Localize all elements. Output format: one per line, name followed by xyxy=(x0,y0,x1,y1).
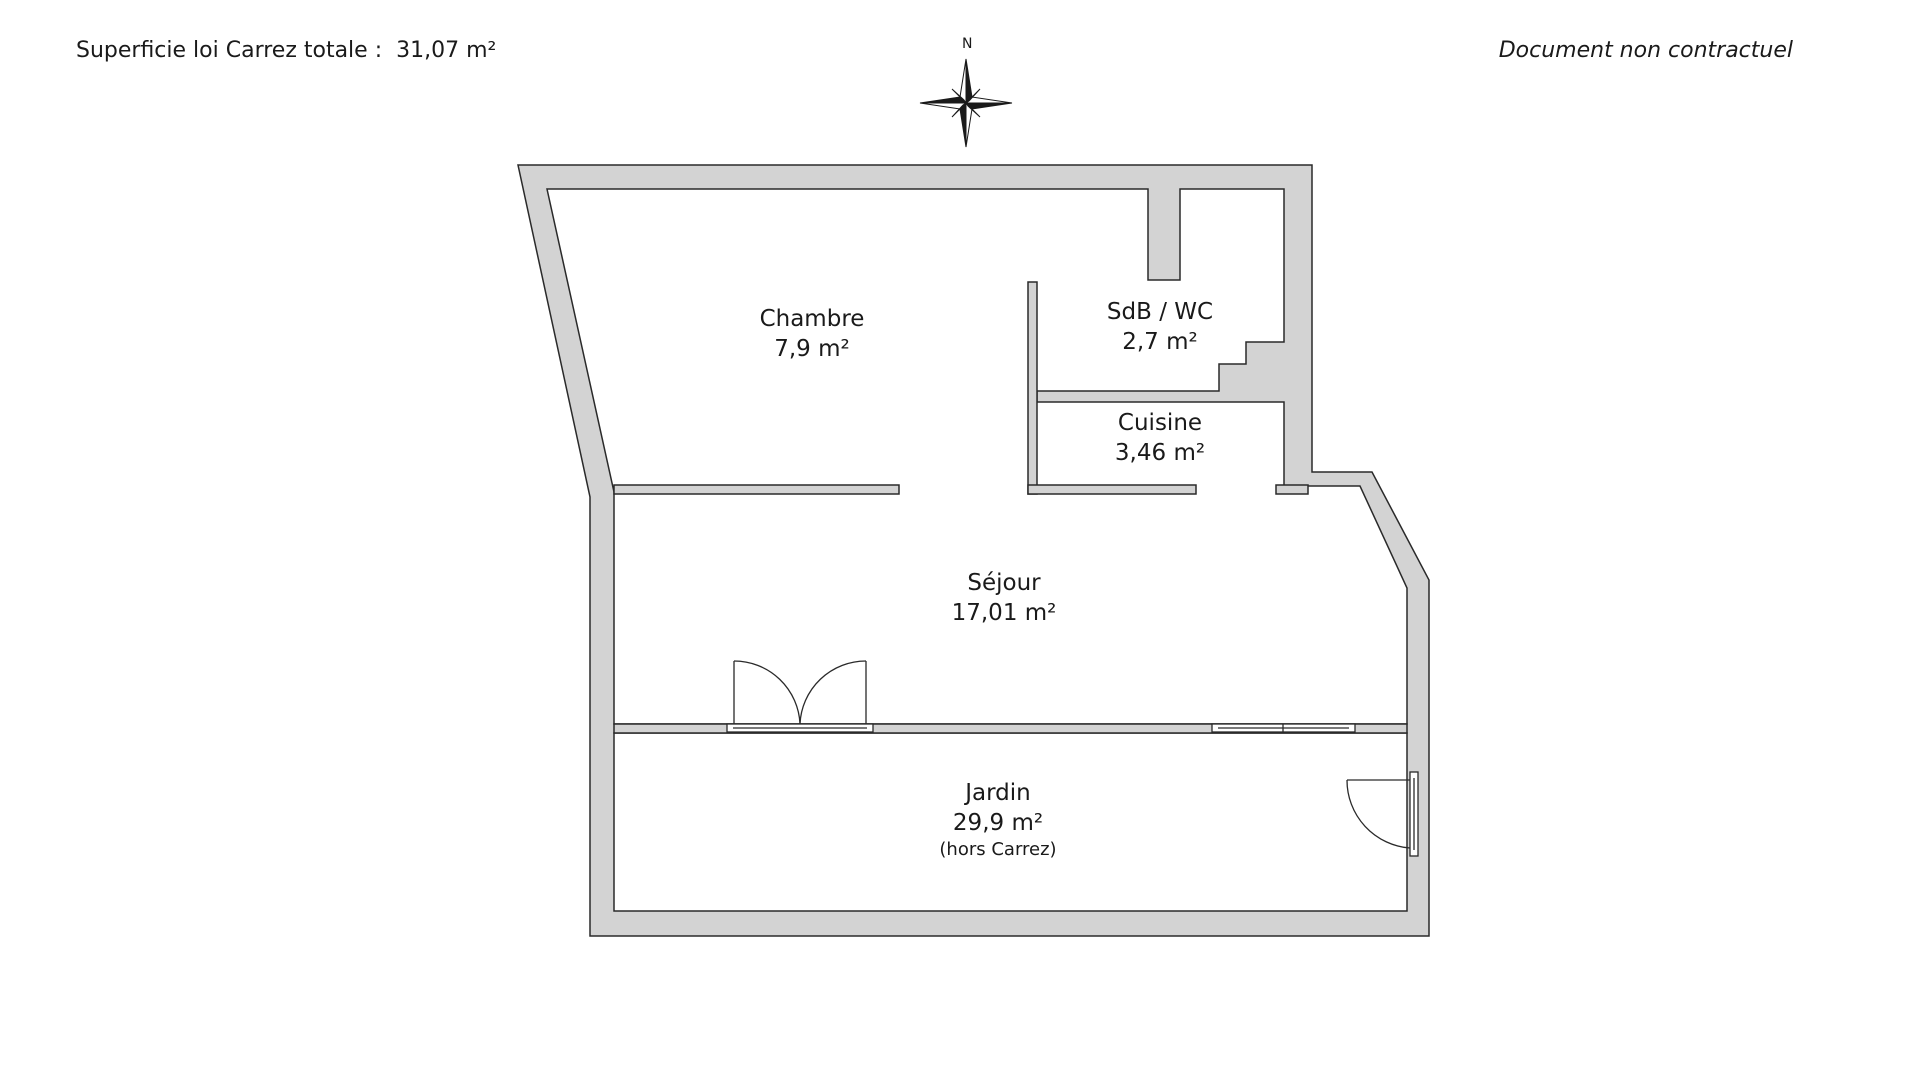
interior-walls xyxy=(613,281,1408,734)
room-sdb-wc: SdB / WC 2,7 m² xyxy=(1107,297,1213,357)
room-area: 3,46 m² xyxy=(1114,440,1206,466)
window-sejour xyxy=(1211,723,1356,733)
compass-icon xyxy=(919,58,1013,148)
room-name: Cuisine xyxy=(1117,410,1203,436)
room-name: Jardin xyxy=(965,780,1031,806)
room-note: (hors Carrez) xyxy=(939,839,1057,860)
total-area-value: 31,07 m² xyxy=(396,38,497,63)
total-area-label: Superficie loi Carrez totale : xyxy=(76,38,383,63)
total-area-header: Superficie loi Carrez totale : 31,07 m² xyxy=(76,38,496,63)
room-jardin: Jardin 29,9 m² (hors Carrez) xyxy=(939,778,1056,862)
room-area: 17,01 m² xyxy=(951,600,1057,626)
disclaimer: Document non contractuel xyxy=(1498,38,1793,63)
wall-sejour-jardin xyxy=(613,723,1408,734)
room-name: Chambre xyxy=(759,306,865,332)
room-chambre: Chambre 7,9 m² xyxy=(760,304,865,364)
room-area: 29,9 m² xyxy=(952,810,1044,836)
double-door xyxy=(726,660,874,733)
room-name: Séjour xyxy=(967,570,1041,596)
garden-door xyxy=(1346,771,1419,857)
room-cuisine: Cuisine 3,46 m² xyxy=(1115,408,1205,468)
wall-chambre-sejour xyxy=(613,484,900,495)
room-area: 2,7 m² xyxy=(1122,329,1198,355)
wall-kitchen-right-stub xyxy=(1275,484,1309,495)
wall-kitchen-vertical xyxy=(1027,281,1038,495)
room-name: SdB / WC xyxy=(1106,299,1214,325)
room-area: 7,9 m² xyxy=(774,336,850,362)
compass-north-label: N xyxy=(962,36,973,52)
wall-kitchen-bottom xyxy=(1027,484,1197,495)
room-sejour: Séjour 17,01 m² xyxy=(952,568,1057,628)
